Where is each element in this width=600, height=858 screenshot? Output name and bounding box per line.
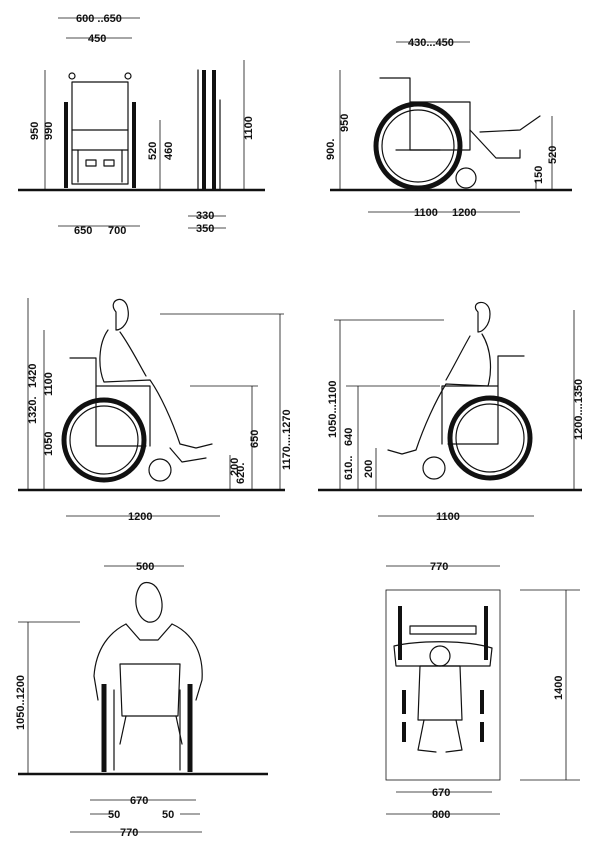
wheelchair-side-profile xyxy=(197,69,221,191)
panel-man-side: 1320. 1420 1050 1100 620. 650 1170....12… xyxy=(18,298,293,523)
dim-margin-left: 50 xyxy=(108,809,120,821)
dim-base-a: 650 xyxy=(74,225,92,237)
dim-outer-width: 770 xyxy=(120,827,138,839)
dim-width-top: 770 xyxy=(430,561,448,573)
wheelchair-front-view xyxy=(64,72,136,188)
wheelchair-top-view xyxy=(385,589,501,781)
dim-foot: 200 xyxy=(229,458,241,476)
dim-shoulder-b: 640 xyxy=(343,428,355,446)
dim-base-b: 700 xyxy=(108,225,126,237)
dim-shoulder-a: 610.. xyxy=(343,456,355,480)
dim-eye-height: 1050..1200 xyxy=(15,675,27,730)
dim-footrest-b: 520 xyxy=(547,146,559,164)
dim-height-a: 950 xyxy=(29,122,41,140)
dim-inner-width: 670 xyxy=(130,795,148,807)
dim-margin-right: 50 xyxy=(162,809,174,821)
dim-height-b: 1420 xyxy=(27,364,39,388)
dim-side-depth-a: 330 xyxy=(196,210,214,222)
dim-outer-width: 800 xyxy=(432,809,450,821)
panel-side-chair: 430...450 900. 950 150 520 1100 1200 xyxy=(325,37,572,219)
dim-reach-b: 650 xyxy=(249,430,261,448)
dim-footrest-a: 150 xyxy=(533,166,545,184)
dim-length: 1400 xyxy=(553,676,565,700)
dim-height-a: 900. xyxy=(325,139,337,160)
dim-height-b: 990 xyxy=(43,122,55,140)
wheelchair-side-view xyxy=(373,77,541,191)
dim-length: 1100 xyxy=(436,511,460,523)
dim-width-inner: 450 xyxy=(88,33,106,45)
dim-inner-width: 670 xyxy=(432,787,450,799)
panel-front-person: 500 1050..1200 670 50 50 770 xyxy=(15,561,268,839)
dim-seat-a: 520 xyxy=(147,142,159,160)
person-front-view xyxy=(93,581,203,772)
dim-length-a: 1100 xyxy=(414,207,438,219)
dim-foot: 200 xyxy=(363,460,375,478)
dim-length: 1200 xyxy=(128,511,152,523)
dim-reach-a: 620. xyxy=(235,463,247,484)
dim-side-depth-b: 350 xyxy=(196,223,214,235)
dim-length-b: 1200 xyxy=(452,207,476,219)
dim-side-height: 1100 xyxy=(243,116,255,140)
dim-eye-b: 1100 xyxy=(43,372,55,396)
panel-top-view: 770 1400 670 800 xyxy=(385,561,580,821)
dim-eye-a: 1050 xyxy=(43,432,55,456)
panel-front-side: 600 ..650 450 950 990 520 460 1100 650 7… xyxy=(18,13,265,237)
dim-top-width: 430...450 xyxy=(408,37,454,49)
dim-eye: 1050...1100 xyxy=(327,380,339,438)
dim-seat-b: 460 xyxy=(163,142,175,160)
panel-woman-side: 1050...1100 610.. 640 200 1200....1350 1… xyxy=(318,301,585,523)
woman-in-wheelchair xyxy=(387,301,533,481)
dim-height-a: 1320. xyxy=(27,396,39,424)
dim-width-outer: 600 ..650 xyxy=(76,13,122,25)
man-in-wheelchair xyxy=(61,298,213,483)
dim-shoulder-width: 500 xyxy=(136,561,154,573)
dim-height-b: 950 xyxy=(339,114,351,132)
dim-height: 1200....1350 xyxy=(573,379,585,440)
dim-reach-height: 1170....1270 xyxy=(281,409,293,470)
